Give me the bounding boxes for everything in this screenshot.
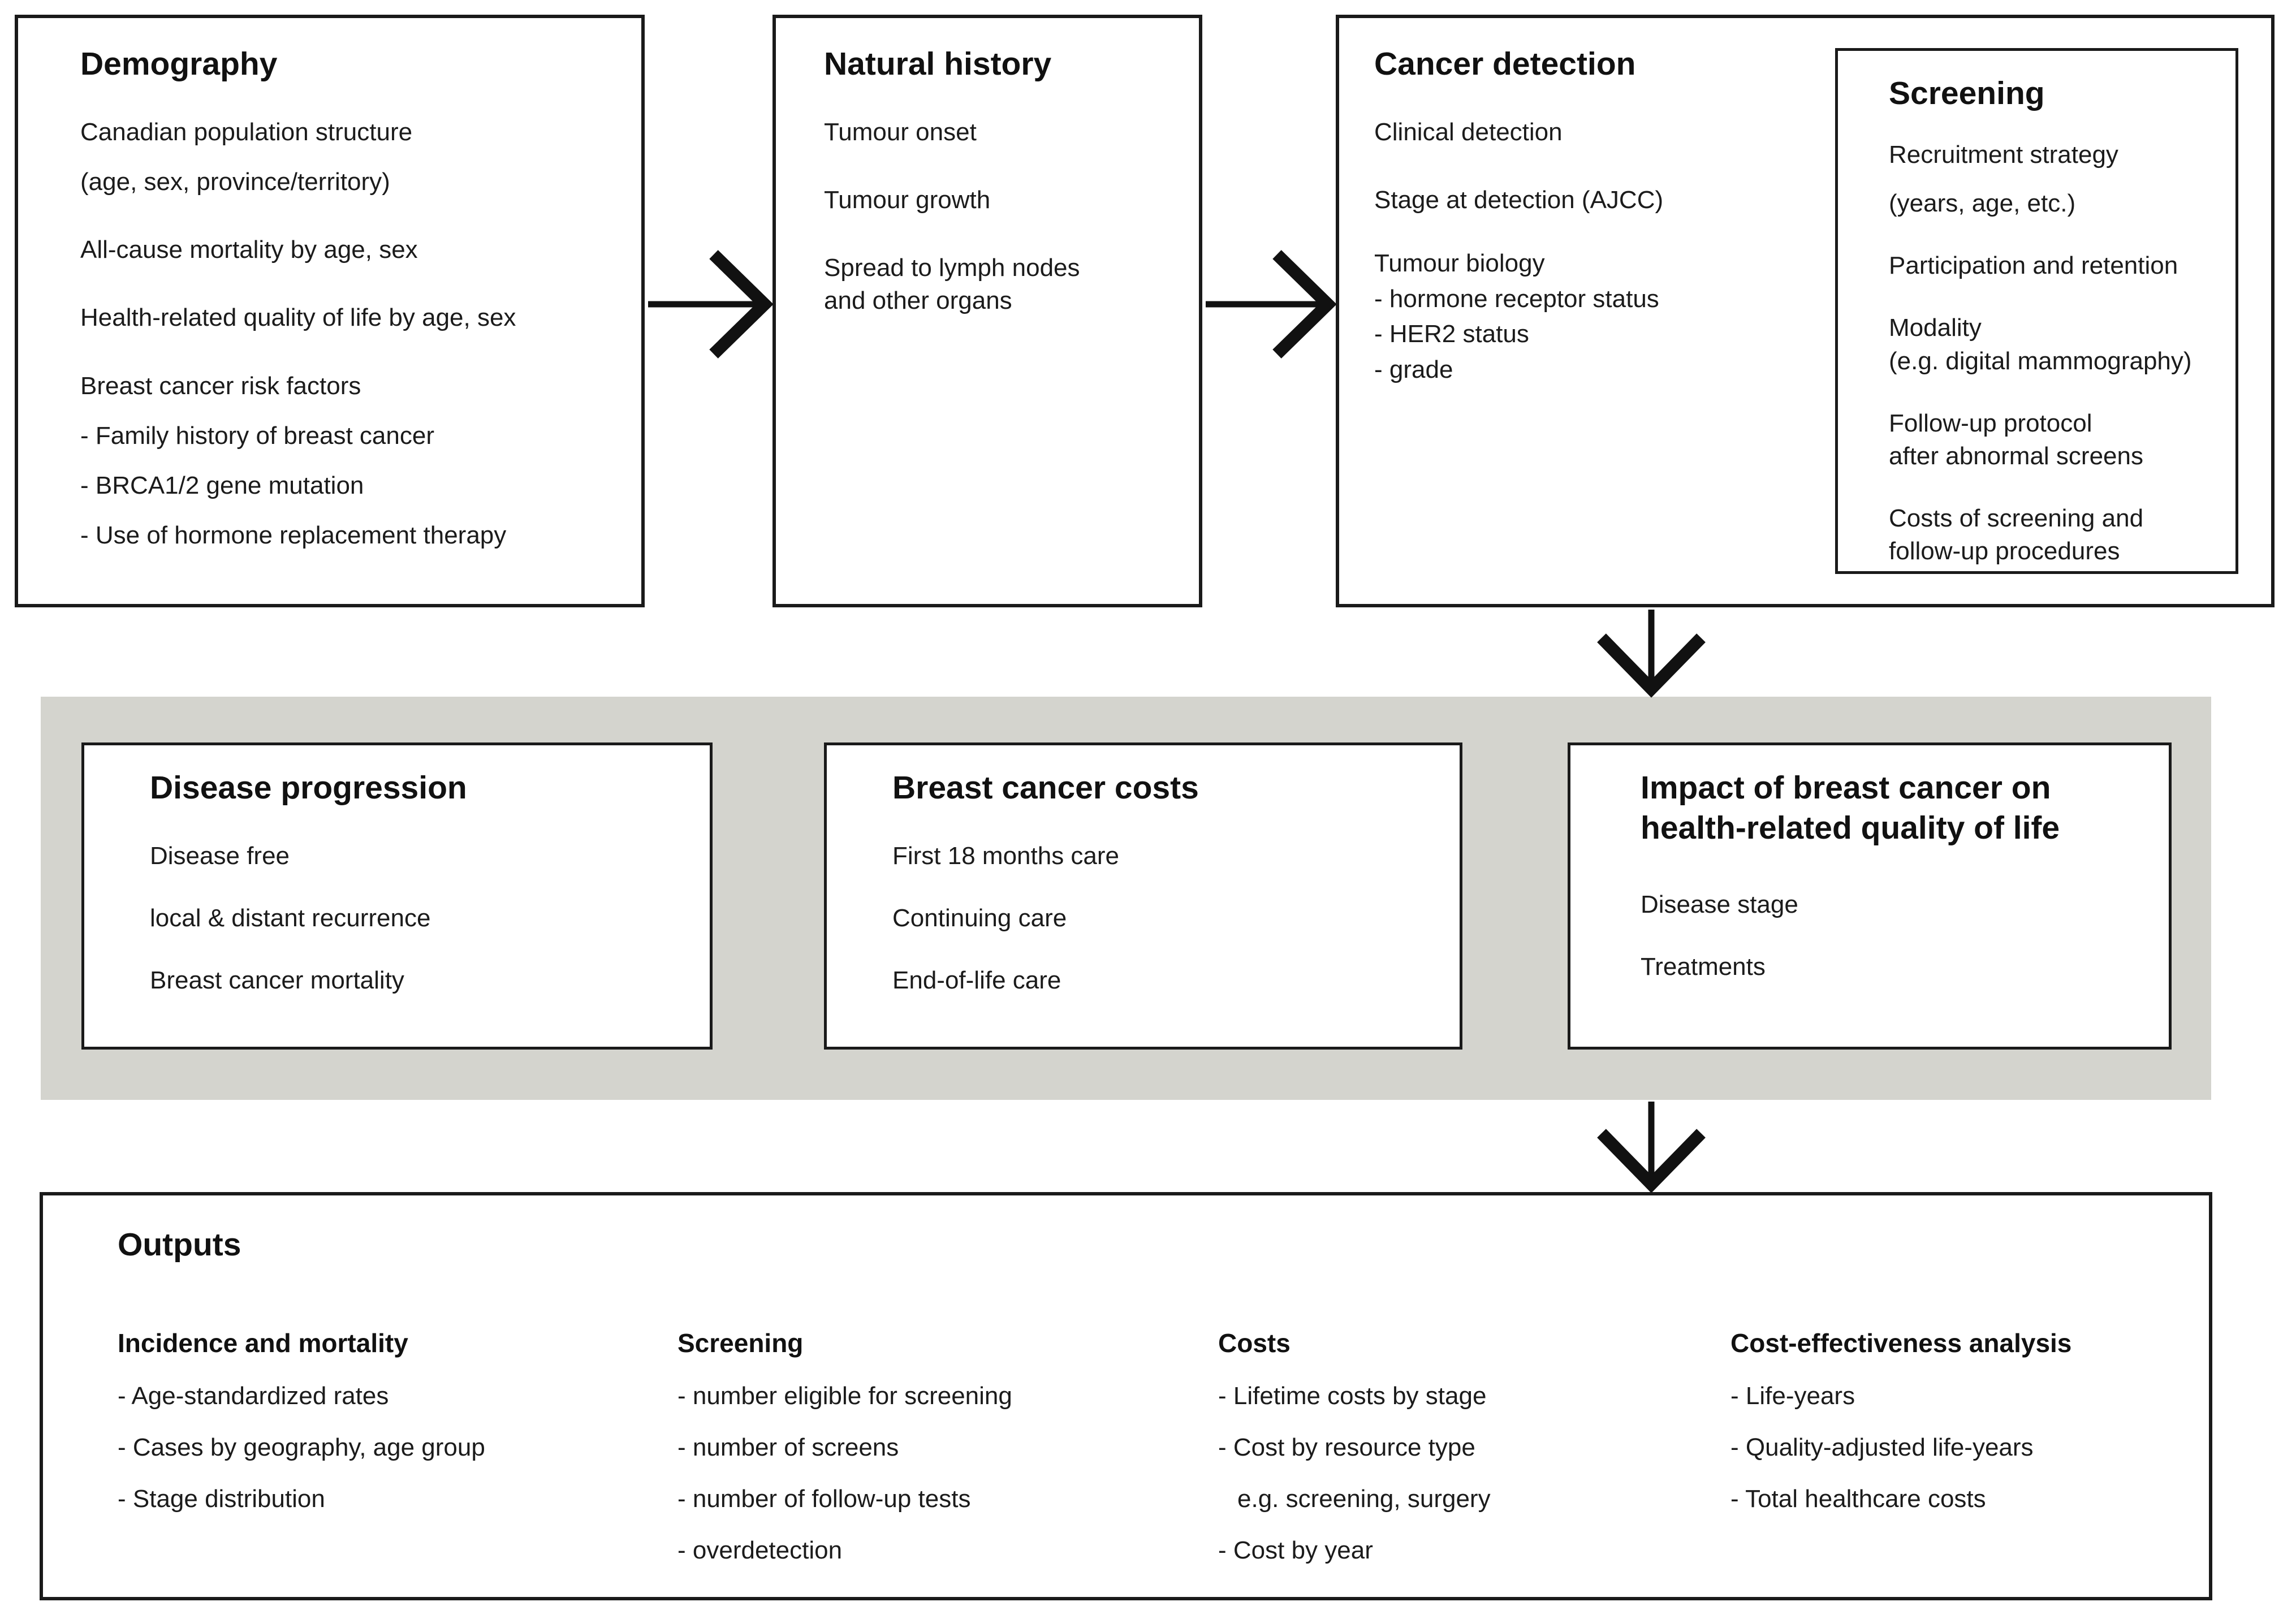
outputs-item: - Cost by resource type: [1218, 1433, 1475, 1461]
demography-item: (age, sex, province/territory): [80, 168, 390, 196]
cancer-detection-item: Stage at detection (AJCC): [1374, 186, 1664, 214]
outputs-column-header: Screening: [677, 1328, 804, 1358]
arrow-demography-to-natural-history-icon: [648, 250, 774, 359]
demography-item: Health-related quality of life by age, s…: [80, 304, 516, 332]
arrow-natural-history-to-cancer-detection-icon: [1206, 250, 1337, 359]
outputs-item: e.g. screening, surgery: [1237, 1485, 1491, 1513]
screening-title: Screening: [1889, 75, 2045, 111]
screening-item: Costs of screening and follow-up procedu…: [1889, 504, 2144, 565]
demography-item: All-cause mortality by age, sex: [80, 236, 418, 264]
outputs-column-header: Incidence and mortality: [118, 1328, 408, 1358]
screening-item: Modality (e.g. digital mammography): [1889, 314, 2192, 375]
natural-history-item: Spread to lymph nodes and other organs: [824, 254, 1080, 315]
disease-progression-item: Breast cancer mortality: [150, 966, 404, 995]
outputs-column-header: Cost-effectiveness analysis: [1730, 1328, 2072, 1358]
breast-cancer-costs-item: End-of-life care: [892, 966, 1061, 995]
natural-history-title: Natural history: [824, 46, 1052, 82]
disease-progression-item: Disease free: [150, 842, 290, 870]
outputs-item: - Cost by year: [1218, 1536, 1373, 1565]
arrow-cancer-detection-to-middle-band-icon: [1597, 610, 1706, 698]
outputs-item: - Age-standardized rates: [118, 1381, 389, 1410]
outputs-item: - number of follow-up tests: [677, 1485, 971, 1513]
disease-progression-box: Disease progression Disease free local &…: [81, 742, 713, 1050]
outputs-item: - Quality-adjusted life-years: [1730, 1433, 2034, 1461]
natural-history-item: Tumour growth: [824, 186, 991, 214]
outputs-column-header: Costs: [1218, 1328, 1291, 1358]
disease-progression-title: Disease progression: [150, 770, 467, 806]
outputs-item: - Total healthcare costs: [1730, 1485, 1986, 1513]
outputs-item: - number eligible for screening: [677, 1381, 1012, 1410]
demography-title: Demography: [80, 46, 278, 82]
demography-item: Canadian population structure: [80, 118, 413, 146]
impact-hrqol-item: Treatments: [1641, 952, 1766, 981]
natural-history-item: Tumour onset: [824, 118, 977, 146]
demography-box: Demography Canadian population structure…: [15, 15, 645, 607]
outputs-item: - number of screens: [677, 1433, 899, 1461]
breast-cancer-costs-box: Breast cancer costs First 18 months care…: [824, 742, 1462, 1050]
cancer-detection-item: Tumour biology - hormone receptor status…: [1374, 249, 1659, 383]
breast-cancer-costs-title: Breast cancer costs: [892, 770, 1199, 806]
outputs-item: - Stage distribution: [118, 1485, 325, 1513]
cancer-detection-title: Cancer detection: [1374, 46, 1636, 82]
screening-item: Follow-up protocol after abnormal screen…: [1889, 409, 2143, 470]
outputs-item: - Cases by geography, age group: [118, 1433, 485, 1461]
outputs-column-incidence-mortality: Incidence and mortality - Age-standardiz…: [118, 1327, 485, 1515]
screening-item: Recruitment strategy: [1889, 141, 2118, 169]
impact-hrqol-box: Impact of breast cancer on health-relate…: [1568, 742, 2172, 1050]
cancer-detection-item: Clinical detection: [1374, 118, 1563, 146]
breast-cancer-costs-item: First 18 months care: [892, 842, 1120, 870]
screening-item: (years, age, etc.): [1889, 189, 2076, 218]
demography-item: - Family history of breast cancer: [80, 421, 434, 450]
outputs-item: - Life-years: [1730, 1381, 1855, 1410]
outputs-item: - Lifetime costs by stage: [1218, 1381, 1487, 1410]
demography-item: Breast cancer risk factors: [80, 372, 361, 400]
outputs-box: Outputs Incidence and mortality - Age-st…: [40, 1192, 2212, 1600]
natural-history-box: Natural history Tumour onset Tumour grow…: [772, 15, 1202, 607]
outputs-column-screening: Screening - number eligible for screenin…: [677, 1327, 1012, 1567]
demography-item: - BRCA1/2 gene mutation: [80, 471, 364, 499]
outputs-item: - overdetection: [677, 1536, 843, 1565]
screening-box: Screening Recruitment strategy (years, a…: [1835, 48, 2238, 574]
screening-item: Participation and retention: [1889, 252, 2178, 280]
arrow-middle-band-to-outputs-icon: [1597, 1102, 1706, 1193]
disease-progression-item: local & distant recurrence: [150, 904, 431, 932]
demography-item: - Use of hormone replacement therapy: [80, 521, 507, 549]
outputs-column-costs: Costs - Lifetime costs by stage - Cost b…: [1218, 1327, 1491, 1567]
outputs-column-cost-effectiveness: Cost-effectiveness analysis - Life-years…: [1730, 1327, 2071, 1515]
impact-hrqol-item: Disease stage: [1641, 890, 1798, 918]
outputs-title: Outputs: [118, 1227, 241, 1263]
impact-hrqol-title: Impact of breast cancer on health-relate…: [1641, 770, 2060, 847]
breast-cancer-costs-item: Continuing care: [892, 904, 1067, 932]
